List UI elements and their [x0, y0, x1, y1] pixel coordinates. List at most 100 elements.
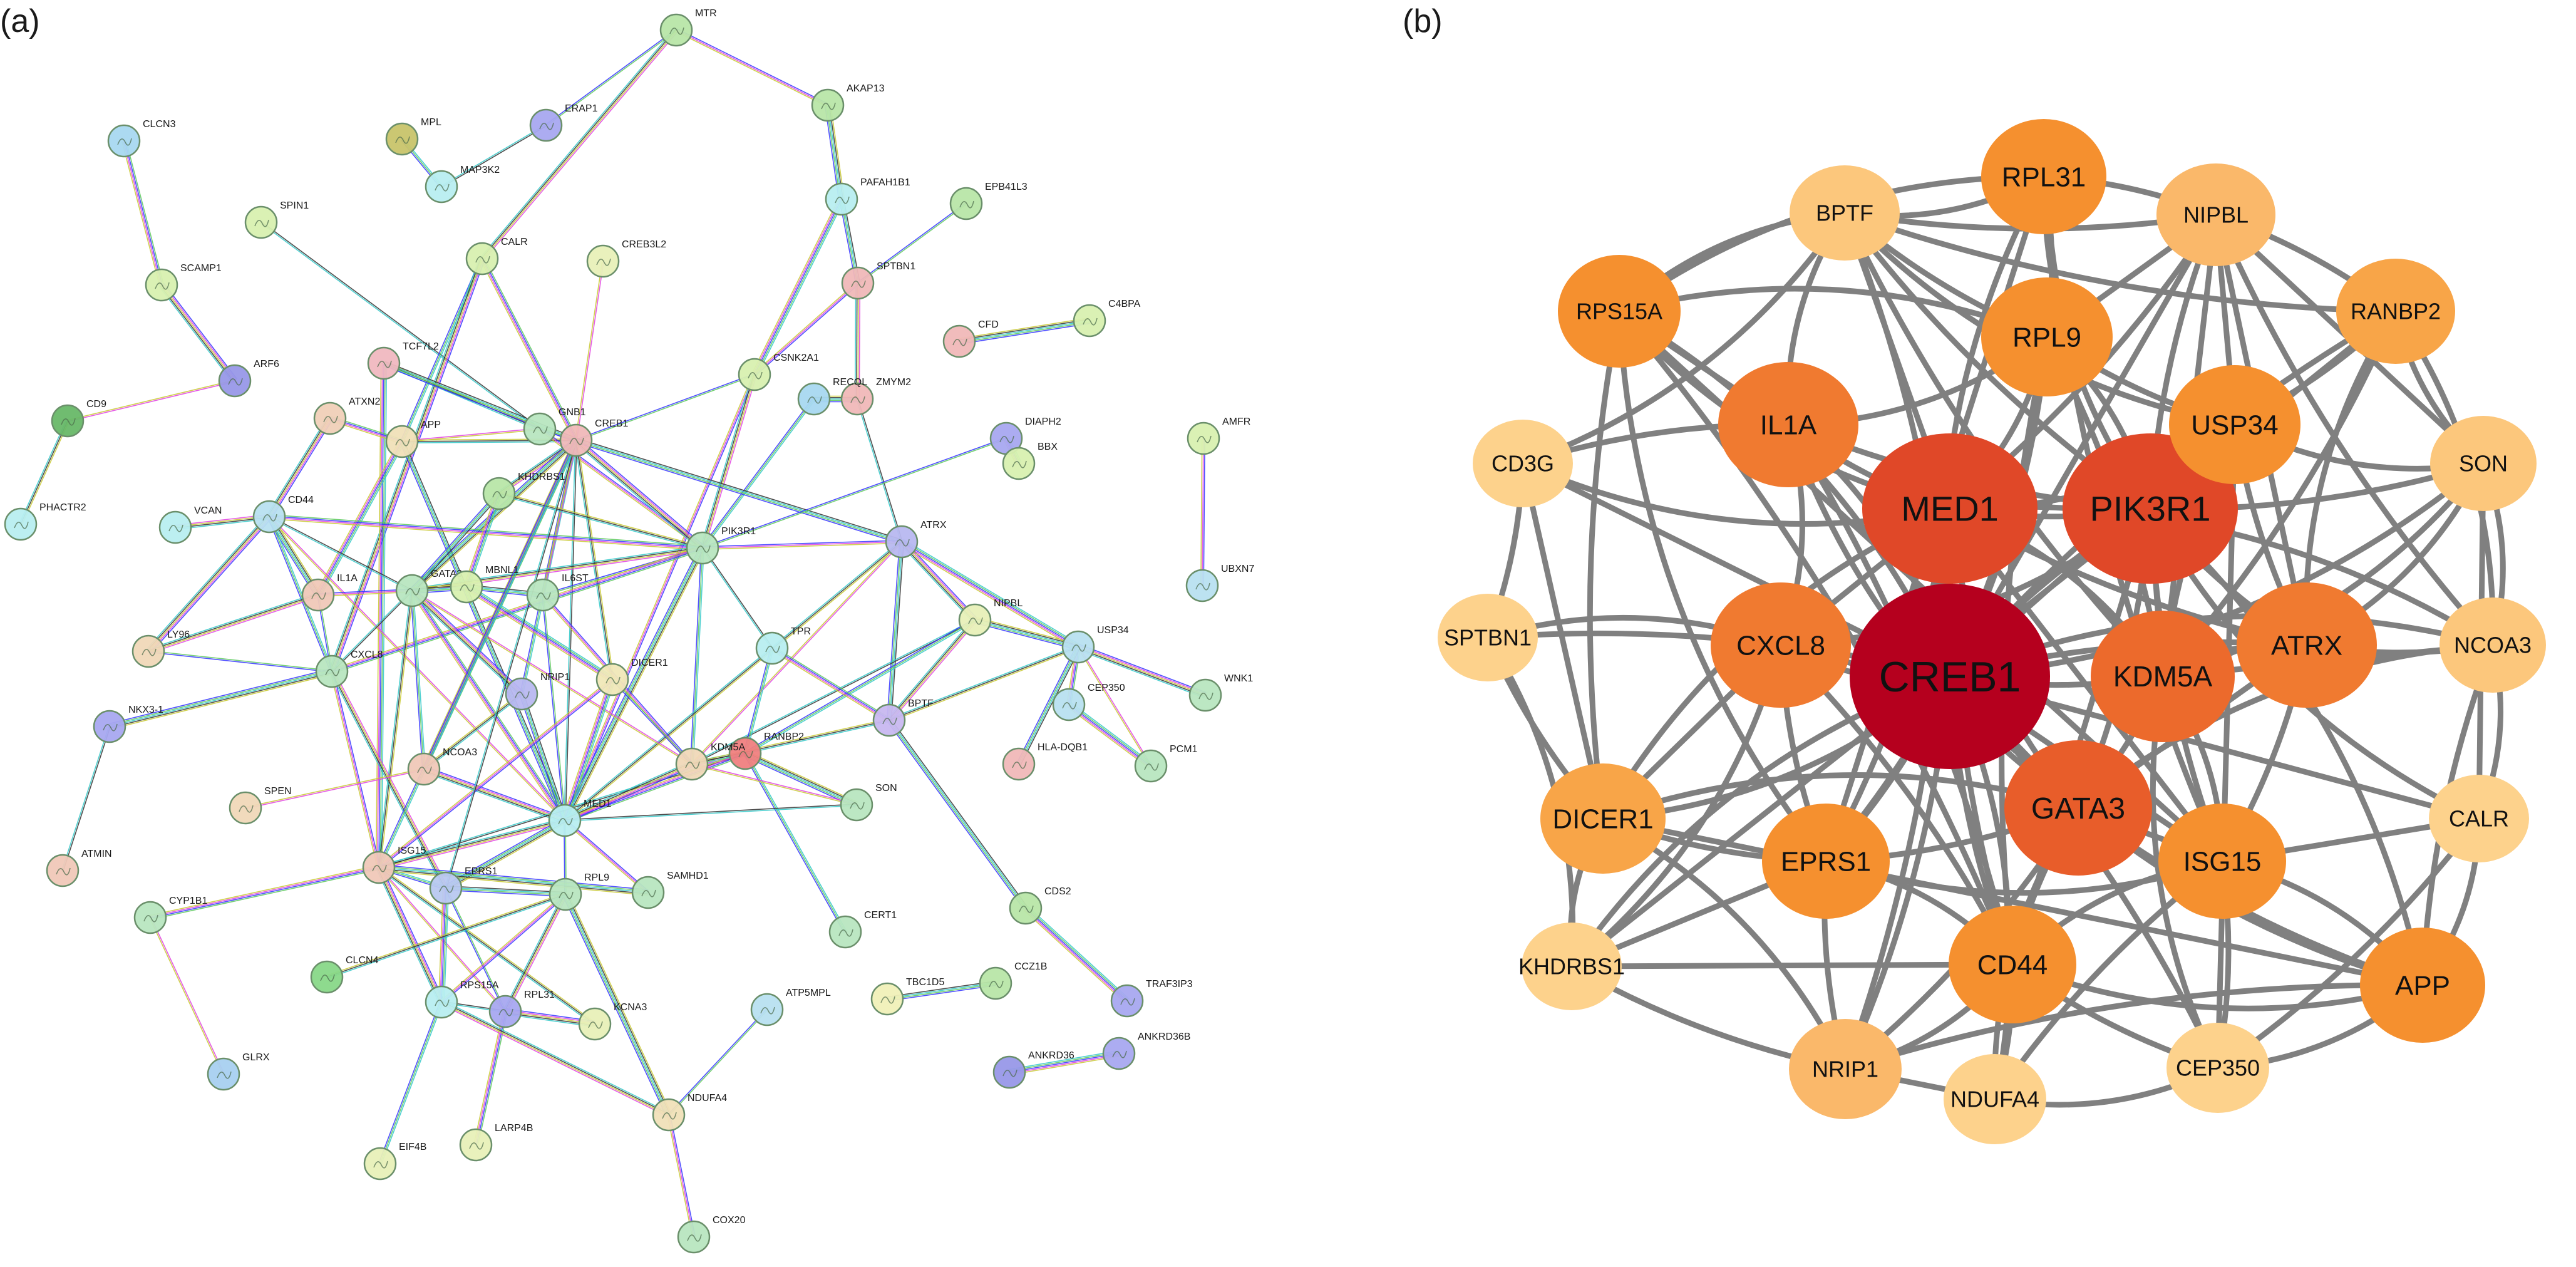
node-gata3[interactable]: GATA3	[395, 569, 462, 608]
node-c4bpa[interactable]: C4BPA	[1073, 299, 1141, 338]
node-eprs1[interactable]: EPRS1	[429, 866, 498, 905]
node-atmin[interactable]: ATMIN	[46, 849, 112, 887]
node-pcm1[interactable]: PCM1	[1134, 744, 1198, 783]
node-mbnl1[interactable]: MBNL1	[450, 565, 518, 604]
hub-node-calr[interactable]: CALR	[2429, 775, 2529, 862]
node-traf3ip3[interactable]: TRAF3IP3	[1110, 979, 1193, 1018]
node-il1a[interactable]: IL1A	[301, 573, 358, 612]
hub-node-il1a[interactable]: IL1A	[1718, 362, 1858, 487]
node-nipbl[interactable]: NIPBL	[958, 598, 1023, 637]
hub-node-atrx[interactable]: ATRX	[2237, 582, 2377, 708]
node-scamp1[interactable]: SCAMP1	[145, 263, 222, 302]
hub-node-app[interactable]: APP	[2360, 928, 2485, 1043]
node-dicer1[interactable]: DICER1	[595, 658, 668, 696]
node-ranbp2[interactable]: RANBP2	[728, 732, 804, 770]
node-amfr[interactable]: AMFR	[1187, 416, 1250, 455]
node-spin1[interactable]: SPIN1	[244, 200, 309, 239]
node-creb1[interactable]: CREB1	[559, 418, 628, 457]
node-cox20[interactable]: COX20	[677, 1215, 746, 1254]
node-usp34[interactable]: USP34	[1061, 625, 1129, 664]
node-atxn2[interactable]: ATXN2	[313, 396, 380, 435]
node-ly96[interactable]: LY96	[131, 629, 190, 668]
hub-node-usp34[interactable]: USP34	[2169, 365, 2300, 484]
node-sptbn1[interactable]: SPTBN1	[841, 261, 915, 300]
hub-node-rps15a[interactable]: RPS15A	[1558, 255, 1681, 368]
hub-node-sptbn1[interactable]: SPTBN1	[1438, 594, 1538, 681]
node-calr[interactable]: CALR	[465, 237, 528, 276]
hub-node-son[interactable]: SON	[2430, 416, 2537, 511]
node-recql[interactable]: RECQL	[797, 377, 867, 416]
node-epb41l3[interactable]: EPB41L3	[949, 182, 1028, 220]
hub-node-cxcl8[interactable]: CXCL8	[1711, 582, 1851, 708]
node-ubxn7[interactable]: UBXN7	[1185, 564, 1254, 602]
node-cert1[interactable]: CERT1	[828, 910, 897, 949]
hub-node-bptf[interactable]: BPTF	[1790, 165, 1900, 261]
hub-node-nrip1[interactable]: NRIP1	[1789, 1019, 1902, 1119]
node-csnk2a1[interactable]: CSNK2A1	[738, 353, 819, 391]
node-bptf[interactable]: BPTF	[872, 698, 934, 737]
hub-node-eprs1[interactable]: EPRS1	[1762, 804, 1890, 919]
node-pik3r1[interactable]: PIK3R1	[686, 526, 756, 565]
hub-node-kdm5a[interactable]: KDM5A	[2091, 611, 2235, 742]
node-son[interactable]: SON	[840, 783, 897, 822]
node-cyp1b1[interactable]: CYP1B1	[133, 896, 207, 934]
node-ndufa4[interactable]: NDUFA4	[652, 1093, 727, 1132]
node-bbx[interactable]: BBX	[1002, 442, 1058, 480]
node-samhd1[interactable]: SAMHD1	[631, 871, 709, 909]
node-isg15[interactable]: ISG15	[362, 846, 426, 884]
node-diaph2[interactable]: DIAPH2	[989, 416, 1061, 455]
node-phactr2[interactable]: PHACTR2	[4, 502, 86, 541]
node-akap13[interactable]: AKAP13	[811, 83, 885, 122]
hub-node-cd44[interactable]: CD44	[1949, 906, 2076, 1023]
node-clcn3[interactable]: CLCN3	[107, 119, 176, 158]
hub-node-rpl31[interactable]: RPL31	[1981, 119, 2106, 234]
node-rpl9[interactable]: RPL9	[549, 872, 609, 911]
node-cd44[interactable]: CD44	[252, 495, 314, 534]
node-nrip1[interactable]: NRIP1	[505, 672, 570, 711]
node-gnb1[interactable]: GNB1	[523, 407, 586, 446]
node-ccz1b[interactable]: CCZ1B	[979, 961, 1047, 1000]
node-erap1[interactable]: ERAP1	[529, 103, 598, 142]
node-rps15a[interactable]: RPS15A	[425, 980, 499, 1019]
node-map3k2[interactable]: MAP3K2	[425, 165, 500, 204]
node-mpl[interactable]: MPL	[385, 117, 441, 156]
hub-node-isg15[interactable]: ISG15	[2158, 804, 2286, 919]
node-tbc1d5[interactable]: TBC1D5	[870, 977, 944, 1016]
hub-node-ncoa3[interactable]: NCOA3	[2439, 597, 2546, 693]
node-atp5mpl[interactable]: ATP5MPL	[750, 988, 831, 1027]
node-khdrbs1[interactable]: KHDRBS1	[482, 472, 565, 510]
node-cd9[interactable]: CD9	[51, 399, 106, 438]
node-larp4b[interactable]: LARP4B	[459, 1123, 533, 1162]
node-med1[interactable]: MED1	[548, 799, 612, 837]
node-app[interactable]: APP	[385, 420, 441, 458]
node-kdm5a[interactable]: KDM5A	[675, 742, 745, 781]
node-cfd[interactable]: CFD	[942, 319, 999, 358]
hub-node-creb1[interactable]: CREB1	[1850, 584, 2050, 769]
node-pafah1b1[interactable]: PAFAH1B1	[825, 177, 910, 216]
hub-node-ndufa4[interactable]: NDUFA4	[1944, 1054, 2046, 1144]
hub-node-ranbp2[interactable]: RANBP2	[2336, 259, 2455, 364]
node-eif4b[interactable]: EIF4B	[363, 1142, 426, 1181]
node-arf6[interactable]: ARF6	[218, 359, 279, 398]
node-rpl31[interactable]: RPL31	[488, 990, 555, 1028]
node-tcf7l2[interactable]: TCF7L2	[367, 341, 439, 380]
node-tpr[interactable]: TPR	[755, 626, 811, 665]
node-glrx[interactable]: GLRX	[207, 1052, 270, 1091]
node-cds2[interactable]: CDS2	[1009, 886, 1071, 925]
hub-node-rpl9[interactable]: RPL9	[1981, 277, 2113, 396]
node-ankrd36b[interactable]: ANKRD36B	[1102, 1032, 1190, 1070]
node-atrx[interactable]: ATRX	[885, 520, 947, 559]
node-spen[interactable]: SPEN	[229, 786, 292, 825]
node-creb3l2[interactable]: CREB3L2	[586, 239, 666, 278]
node-zmym2[interactable]: ZMYM2	[840, 377, 911, 416]
node-kcna3[interactable]: KCNA3	[578, 1002, 647, 1041]
node-nkx3-1[interactable]: NKX3-1	[93, 705, 163, 743]
hub-node-khdrbs1[interactable]: KHDRBS1	[1518, 923, 1625, 1010]
node-vcan[interactable]: VCAN	[158, 505, 222, 544]
node-ncoa3[interactable]: NCOA3	[407, 747, 477, 786]
node-cep350[interactable]: CEP350	[1052, 683, 1125, 721]
node-il6st[interactable]: IL6ST	[526, 573, 589, 612]
node-mtr[interactable]: MTR	[659, 8, 717, 47]
node-clcn4[interactable]: CLCN4	[310, 955, 379, 994]
hub-node-cep350[interactable]: CEP350	[2166, 1023, 2269, 1113]
